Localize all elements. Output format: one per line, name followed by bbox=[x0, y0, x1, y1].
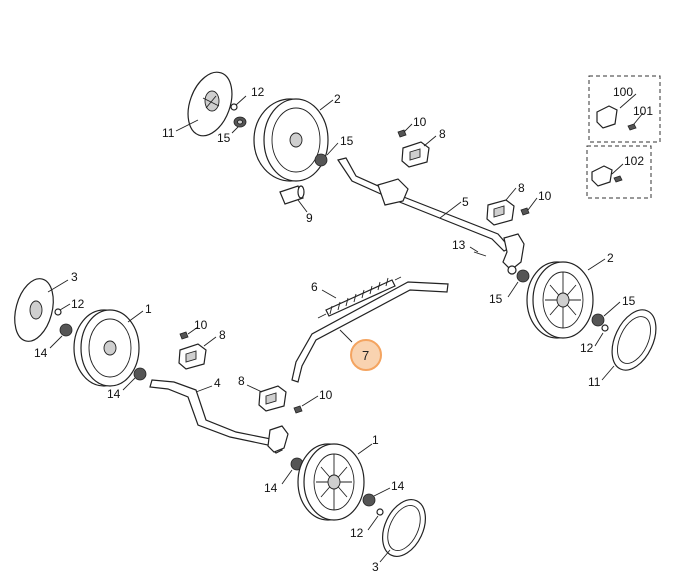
nut-15-top bbox=[233, 116, 247, 128]
washer-12-top bbox=[230, 103, 238, 111]
callout-12-top: 12 bbox=[251, 85, 265, 99]
callout-1-left: 1 bbox=[145, 302, 152, 316]
hubcap-bottom bbox=[382, 499, 426, 557]
callout-12-bottom: 12 bbox=[350, 526, 364, 540]
hubcap-left bbox=[14, 278, 54, 342]
washer-12-right bbox=[601, 324, 609, 332]
callout-14-bottom2: 14 bbox=[391, 479, 405, 493]
washer-12-bottom bbox=[376, 508, 384, 516]
callout-8-mid: 8 bbox=[219, 328, 226, 342]
hubcap-right bbox=[611, 309, 657, 371]
callout-3-left: 3 bbox=[71, 270, 78, 284]
callout-5: 5 bbox=[462, 195, 469, 209]
pin-13 bbox=[473, 251, 487, 257]
callout-101: 101 bbox=[633, 104, 653, 118]
callout-8-low: 8 bbox=[238, 374, 245, 388]
highlight-circle-7 bbox=[350, 339, 382, 371]
nut-14-left bbox=[59, 323, 73, 337]
callout-14-left2: 14 bbox=[107, 387, 121, 401]
screw-10-mid bbox=[179, 331, 189, 340]
callout-10-mid: 10 bbox=[194, 318, 208, 332]
callout-15-right2: 15 bbox=[622, 294, 636, 308]
callout-12-left: 12 bbox=[71, 297, 85, 311]
wheel-2-top bbox=[253, 98, 329, 182]
leader-lines bbox=[47, 93, 644, 563]
nut-14-bottom2 bbox=[362, 493, 376, 507]
callout-3-bottom: 3 bbox=[372, 560, 379, 574]
callout-12-right: 12 bbox=[580, 341, 594, 355]
callout-15-top2: 15 bbox=[340, 134, 354, 148]
callout-7: 7 bbox=[362, 348, 369, 363]
callout-14-bottom: 14 bbox=[264, 481, 278, 495]
callout-13: 13 bbox=[452, 238, 466, 252]
callout-11-top: 11 bbox=[162, 126, 175, 140]
wheel-1-left bbox=[73, 309, 140, 387]
wheel-1-bottom bbox=[297, 443, 365, 521]
callout-8-top: 8 bbox=[439, 127, 446, 141]
handle-7 bbox=[291, 281, 449, 383]
sleeve-9 bbox=[279, 185, 305, 205]
callout-1-bottom: 1 bbox=[372, 433, 379, 447]
callout-2-right: 2 bbox=[607, 251, 614, 265]
callout-10-right: 10 bbox=[538, 189, 552, 203]
callout-10-top: 10 bbox=[413, 115, 427, 129]
callout-15-top: 15 bbox=[217, 131, 231, 145]
callout-labels: 11 12 15 2 15 9 10 8 5 8 10 13 2 15 15 1… bbox=[34, 85, 653, 574]
washer-12-left bbox=[54, 308, 62, 316]
screw-10-right bbox=[520, 207, 530, 216]
wheel-2-right bbox=[526, 261, 594, 339]
inset-box-bottom bbox=[586, 145, 652, 199]
nut-15-right bbox=[516, 269, 530, 283]
spring-6 bbox=[317, 276, 402, 319]
axle-4 bbox=[149, 379, 289, 454]
bracket-8-low bbox=[258, 385, 287, 412]
callout-8-right: 8 bbox=[518, 181, 525, 195]
axle-5 bbox=[337, 157, 525, 275]
screw-10-low bbox=[293, 405, 303, 414]
callout-14-left: 14 bbox=[34, 346, 48, 360]
callout-102: 102 bbox=[624, 154, 644, 168]
callout-9: 9 bbox=[306, 211, 313, 225]
callout-11-right: 11 bbox=[588, 375, 601, 389]
hubcap-top-left bbox=[187, 71, 233, 137]
nut-15-right2 bbox=[591, 313, 605, 327]
callout-4: 4 bbox=[214, 376, 221, 390]
callout-100: 100 bbox=[613, 85, 633, 99]
callout-10-low: 10 bbox=[319, 388, 333, 402]
callout-6: 6 bbox=[311, 280, 318, 294]
nut-15-top2 bbox=[314, 153, 328, 167]
bracket-8-top bbox=[401, 141, 430, 168]
inset-box-top bbox=[588, 75, 661, 143]
callout-2-top: 2 bbox=[334, 92, 341, 106]
bracket-8-mid bbox=[178, 343, 207, 370]
nut-14-left2 bbox=[133, 367, 147, 381]
callout-15-right: 15 bbox=[489, 292, 503, 306]
bracket-8-right bbox=[486, 199, 515, 226]
